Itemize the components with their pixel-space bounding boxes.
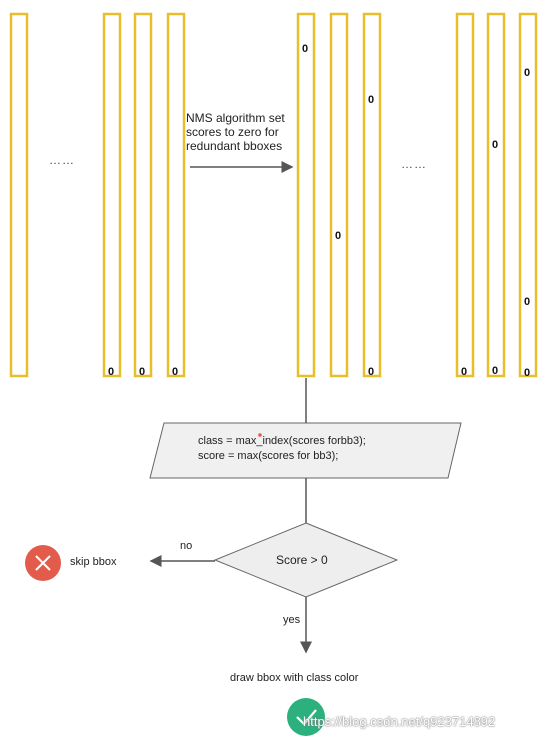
bbox-mid-2 [329,12,349,378]
decision-label: Score > 0 [276,553,328,567]
zero-right-1: 0 [461,366,468,378]
bbox-left-1 [9,12,29,378]
nms-label: NMS algorithm set scores to zero for red… [186,111,285,153]
yes-label: yes [283,614,301,626]
zero-left-3: 0 [139,366,146,378]
zero-right-3-a: 0 [524,67,531,79]
process-text: class = max_index(scores forbb3); score … [198,434,366,464]
nms-label-line3: redundant bboxes [186,139,283,153]
bbox-mid-3 [362,12,382,378]
bbox-left-4 [166,12,186,378]
zero-right-3-b: 0 [524,296,531,308]
zero-right-3-c: 0 [524,367,531,379]
close-icon [25,545,61,581]
zero-right-2-bottom: 0 [492,365,499,377]
skip-label: skip bbox [70,556,117,568]
nms-label-line1: NMS algorithm set [186,111,285,125]
zero-left-2: 0 [108,366,115,378]
ellipsis-right: …… [401,157,427,171]
bbox-right-1 [455,12,475,378]
bbox-left-2 [102,12,122,378]
code-line-2: score = max(scores for bb3); [198,450,339,462]
process-box [149,422,462,479]
bbox-right-3 [518,12,538,378]
nms-label-line2: scores to zero for [186,125,279,139]
zero-mid-3-top: 0 [368,94,375,106]
bbox-right-2 [486,12,506,378]
zero-mid-2: 0 [335,230,342,242]
ellipsis-left: …… [49,153,75,167]
bbox-left-3 [133,12,153,378]
zero-mid-1: 0 [302,43,309,55]
zero-mid-3-bottom: 0 [368,366,375,378]
red-dot-marker [258,433,262,437]
watermark: https://blog.csdn.net/q923714892 [303,714,496,729]
draw-label: draw bbox with class color [230,672,359,684]
bbox-mid-1 [296,12,316,378]
zero-right-2-top: 0 [492,139,499,151]
check-icon [287,698,325,736]
zero-left-4: 0 [172,366,179,378]
no-label: no [180,540,193,552]
code-line-1: class = max_index(scores forbb3); [198,435,366,447]
